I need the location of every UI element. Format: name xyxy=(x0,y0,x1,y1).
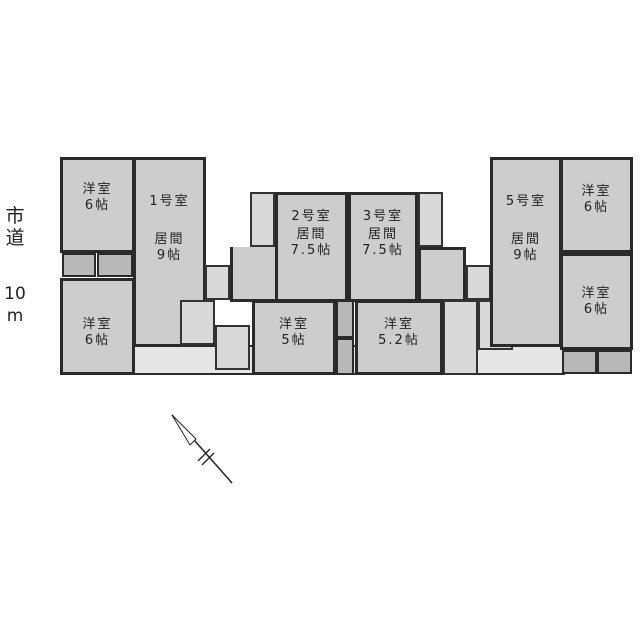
washroom xyxy=(443,300,478,375)
bathroom xyxy=(180,300,215,345)
unit3-kitchen xyxy=(418,247,466,302)
street-width-unit: m xyxy=(6,306,24,326)
washroom xyxy=(215,325,250,370)
unit-label: 1号室 xyxy=(149,194,190,209)
unit-label: 5号室 xyxy=(505,194,547,209)
closet xyxy=(336,300,354,338)
street-name-char: 道 xyxy=(5,227,25,249)
toilet xyxy=(466,265,491,300)
unit-label: 2号室 xyxy=(291,209,332,224)
street-name-char: 市 xyxy=(5,205,25,227)
toilet xyxy=(250,192,275,247)
toilet xyxy=(418,192,443,247)
unit-label: 3号室 xyxy=(362,209,404,224)
closet xyxy=(562,350,597,374)
street-width-value: 10 xyxy=(4,284,26,304)
closet xyxy=(62,253,96,277)
street-name: 市道 xyxy=(2,205,28,249)
closet xyxy=(336,338,354,375)
toilet xyxy=(205,265,230,300)
north-arrow-icon xyxy=(171,414,233,484)
closet xyxy=(97,253,133,277)
closet xyxy=(597,350,632,374)
